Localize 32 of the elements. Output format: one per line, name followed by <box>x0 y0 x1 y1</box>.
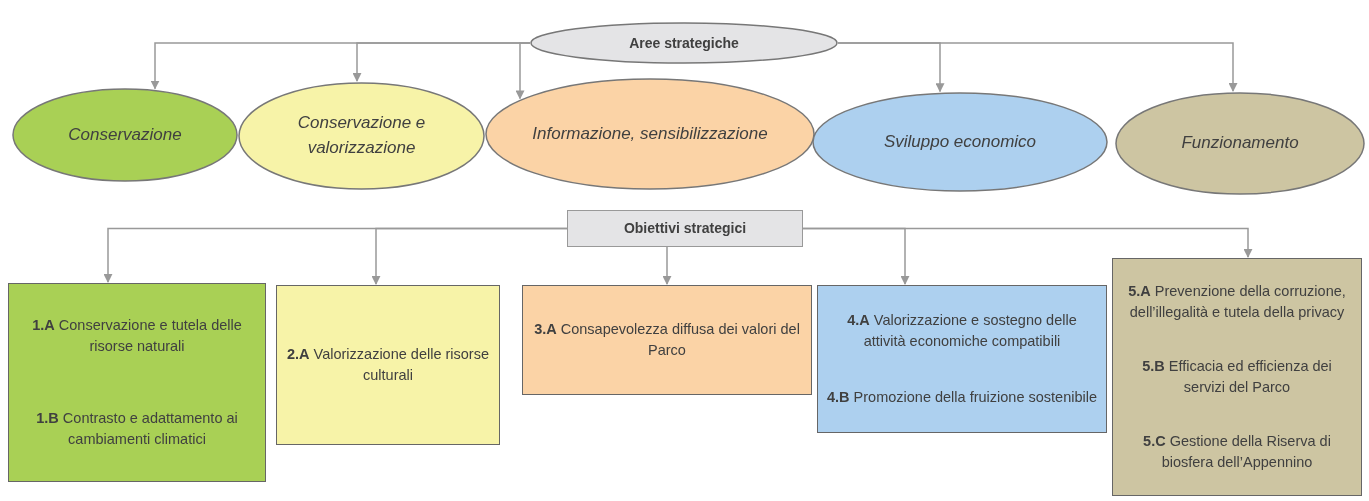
objective-box <box>522 285 812 395</box>
objective-box <box>817 285 1107 433</box>
objective-text: 5.A Prevenzione della corruzione, dell’illegalità e tutela della privacy <box>1127 282 1347 323</box>
strategic-area-ellipse <box>238 82 485 190</box>
objective-text: 4.B Promozione della fruizione sostenibile <box>827 388 1097 408</box>
strategic-area-ellipse <box>1115 92 1365 195</box>
heading-box <box>567 210 803 247</box>
objective-box <box>8 283 266 482</box>
objective-text: 3.A Consapevolezza diffusa dei valori del Parco <box>533 320 801 360</box>
arrow <box>662 246 672 285</box>
area-label: Sviluppo economico <box>882 130 1038 153</box>
heading-text: Obiettivi strategici <box>623 219 747 239</box>
objective-text: 5.B Efficacia ed efficienza dei servizi del Parco <box>1141 356 1333 397</box>
objective-text: 2.A Valorizzazione delle risorse culturali <box>286 345 490 385</box>
objective-text: 5.C Gestione della Riserva di biosfera dell’Appennino <box>1142 431 1332 472</box>
arrow <box>371 227 568 285</box>
objective-text: 1.A Conservazione e tutela delle risorse naturali <box>31 316 243 357</box>
objective-box <box>1112 258 1362 496</box>
area-label: Informazione, sensibilizzazione <box>531 122 769 145</box>
area-label: Funzionamento <box>1180 132 1300 155</box>
strategic-area-ellipse <box>812 92 1108 192</box>
objective-text: 4.A Valorizzazione e sostegno delle attività economiche compatibili <box>846 310 1078 351</box>
objective-text: 1.B Contrasto e adattamento ai cambiamenti climatici <box>35 408 239 449</box>
area-label: Conservazione <box>67 123 183 146</box>
arrow <box>837 42 1238 92</box>
objective-box <box>276 285 500 445</box>
area-label: Conservazione e valorizzazione <box>296 112 427 159</box>
heading-text: Aree strategiche <box>629 33 739 53</box>
arrow <box>802 227 1253 258</box>
heading-ellipse <box>530 22 838 64</box>
strategic-area-ellipse <box>485 78 815 190</box>
strategic-area-ellipse <box>12 88 238 182</box>
